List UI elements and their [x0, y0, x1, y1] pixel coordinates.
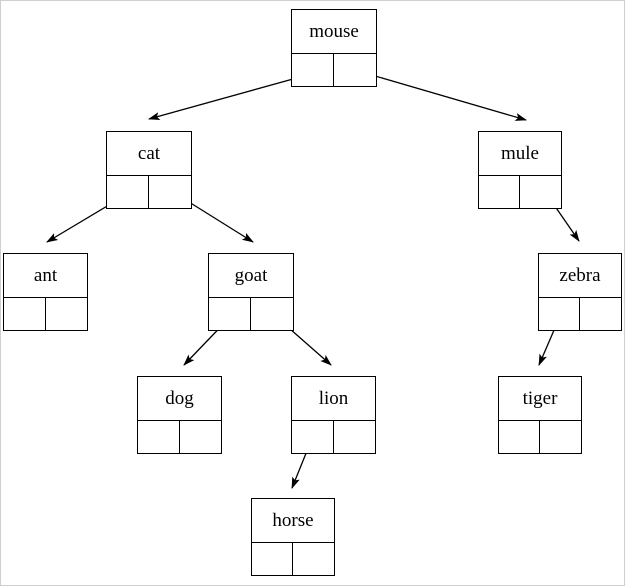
left-pointer-cell-horse[interactable] — [252, 543, 293, 575]
tree-node-mouse[interactable]: mouse — [291, 9, 377, 87]
tree-node-label-tiger: tiger — [499, 377, 581, 421]
tree-node-tiger[interactable]: tiger — [498, 376, 582, 454]
tree-node-lion[interactable]: lion — [291, 376, 376, 454]
left-pointer-cell-zebra[interactable] — [539, 298, 580, 330]
tree-node-goat[interactable]: goat — [208, 253, 294, 331]
tree-node-label-zebra: zebra — [539, 254, 621, 298]
right-pointer-cell-ant[interactable] — [46, 298, 88, 330]
tree-node-label-ant: ant — [4, 254, 87, 298]
tree-node-pointers-mule — [479, 176, 561, 208]
tree-node-pointers-lion — [292, 421, 375, 453]
tree-node-pointers-tiger — [499, 421, 581, 453]
left-pointer-cell-mule[interactable] — [479, 176, 520, 208]
left-pointer-cell-ant[interactable] — [4, 298, 46, 330]
left-pointer-cell-lion[interactable] — [292, 421, 334, 453]
left-pointer-cell-dog[interactable] — [138, 421, 180, 453]
right-pointer-cell-lion[interactable] — [334, 421, 376, 453]
left-pointer-cell-mouse[interactable] — [292, 54, 334, 86]
tree-edge-mouse-to-mule — [357, 70, 527, 121]
tree-node-label-cat: cat — [107, 132, 191, 176]
tree-node-label-mule: mule — [479, 132, 561, 176]
right-pointer-cell-zebra[interactable] — [580, 298, 621, 330]
tree-node-zebra[interactable]: zebra — [538, 253, 622, 331]
left-pointer-cell-goat[interactable] — [209, 298, 251, 330]
tree-node-pointers-cat — [107, 176, 191, 208]
tree-node-mule[interactable]: mule — [478, 131, 562, 209]
left-pointer-cell-tiger[interactable] — [499, 421, 540, 453]
tree-node-pointers-goat — [209, 298, 293, 330]
left-pointer-cell-cat[interactable] — [107, 176, 149, 208]
tree-node-pointers-mouse — [292, 54, 376, 86]
tree-node-pointers-zebra — [539, 298, 621, 330]
right-pointer-cell-dog[interactable] — [180, 421, 222, 453]
tree-node-dog[interactable]: dog — [137, 376, 222, 454]
right-pointer-cell-tiger[interactable] — [540, 421, 581, 453]
right-pointer-cell-goat[interactable] — [251, 298, 293, 330]
tree-node-label-mouse: mouse — [292, 10, 376, 54]
right-pointer-cell-mule[interactable] — [520, 176, 561, 208]
tree-node-label-lion: lion — [292, 377, 375, 421]
tree-node-cat[interactable]: cat — [106, 131, 192, 209]
tree-node-pointers-dog — [138, 421, 221, 453]
tree-node-label-dog: dog — [138, 377, 221, 421]
tree-node-label-horse: horse — [252, 499, 334, 543]
right-pointer-cell-cat[interactable] — [149, 176, 191, 208]
tree-node-label-goat: goat — [209, 254, 293, 298]
right-pointer-cell-mouse[interactable] — [334, 54, 376, 86]
tree-node-pointers-horse — [252, 543, 334, 575]
tree-edge-mouse-to-cat — [147, 73, 312, 121]
right-pointer-cell-horse[interactable] — [293, 543, 334, 575]
tree-node-pointers-ant — [4, 298, 87, 330]
tree-node-horse[interactable]: horse — [251, 498, 335, 576]
tree-node-ant[interactable]: ant — [3, 253, 88, 331]
